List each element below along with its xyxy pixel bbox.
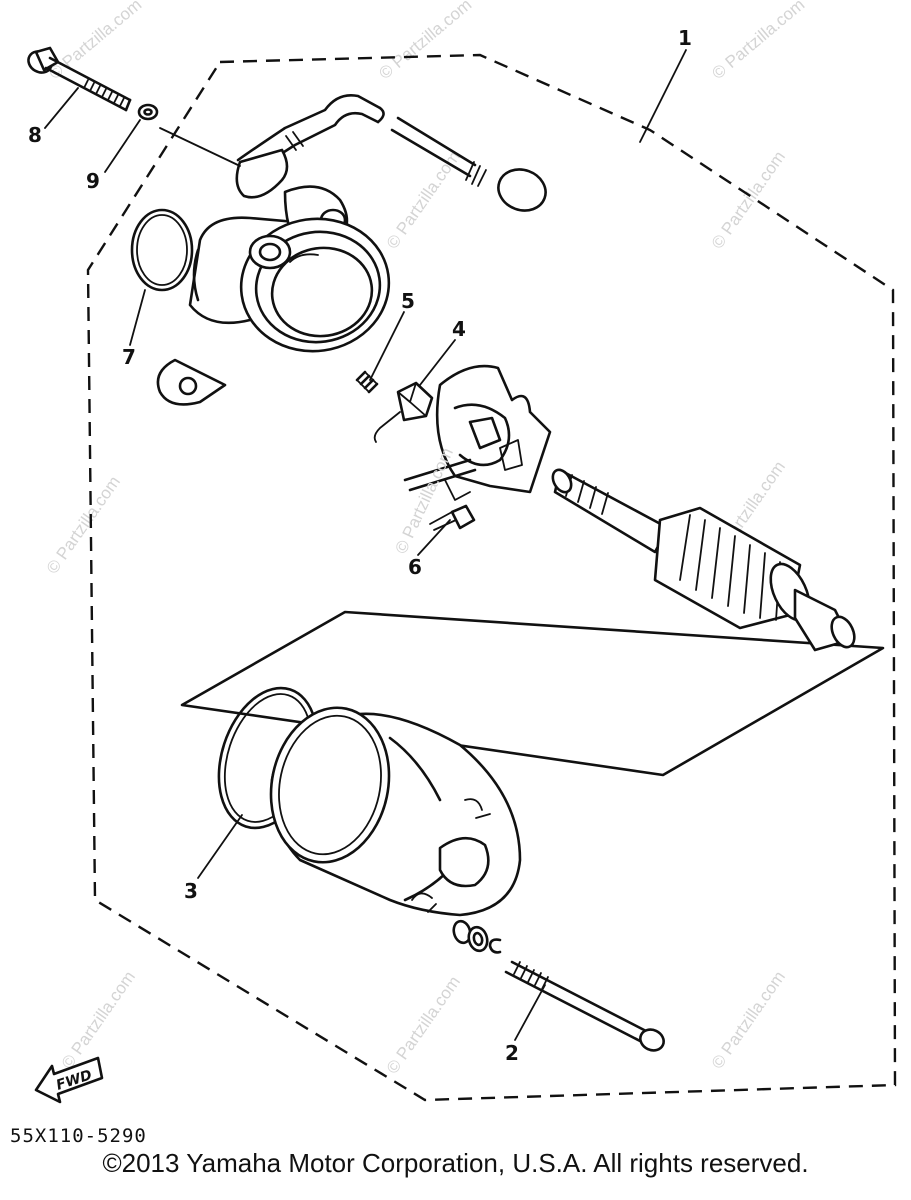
carbon-brush-4	[373, 381, 434, 443]
leader-6	[417, 519, 451, 556]
watermark: © Partzilla.com	[383, 148, 464, 253]
callout-8: 8	[28, 123, 42, 147]
watermark: © Partzilla.com	[58, 968, 139, 1073]
leader-9	[104, 119, 141, 173]
assembly-boundary	[86, 53, 897, 1102]
o-ring-7	[130, 208, 194, 292]
diagram-code: 55X110-5290	[10, 1125, 147, 1147]
lead-wire	[235, 94, 547, 212]
bolt-8	[27, 46, 132, 112]
watermark: © Partzilla.com	[708, 148, 789, 253]
watermark: © Partzilla.com	[708, 0, 808, 83]
leader-2	[514, 984, 546, 1041]
callout-5: 5	[401, 289, 415, 313]
brush-spring-5	[355, 370, 379, 394]
through-bolt-2	[504, 960, 665, 1052]
watermark: © Partzilla.com	[375, 0, 475, 83]
screw-6	[429, 504, 476, 531]
watermark: © Partzilla.com	[383, 973, 464, 1078]
armature	[551, 468, 856, 652]
watermark: © Partzilla.com	[391, 445, 457, 557]
gasket-plate	[180, 610, 885, 777]
leader-3	[197, 814, 243, 879]
leader-wire-cap	[159, 127, 241, 167]
leader-4	[419, 339, 456, 386]
callout-4: 4	[452, 317, 466, 341]
leader-7	[129, 289, 146, 346]
leader-1	[639, 49, 687, 143]
callout-9: 9	[86, 169, 100, 193]
watermark: © Partzilla.com	[43, 473, 124, 578]
front-cover-housing	[156, 185, 391, 406]
watermark: © Partzilla.com	[45, 0, 145, 83]
end-washers	[452, 919, 502, 954]
callout-7: 7	[122, 345, 136, 369]
washer-9	[137, 103, 159, 121]
callout-3: 3	[184, 879, 198, 903]
motor-yoke	[269, 706, 522, 917]
leader-5	[369, 311, 405, 381]
watermark: © Partzilla.com	[708, 968, 789, 1073]
callout-6: 6	[408, 555, 422, 579]
copyright-notice: ©2013 Yamaha Motor Corporation, U.S.A. A…	[102, 1148, 809, 1178]
callout-1: 1	[678, 26, 692, 50]
callout-2: 2	[505, 1041, 519, 1065]
leader-8	[44, 87, 79, 129]
